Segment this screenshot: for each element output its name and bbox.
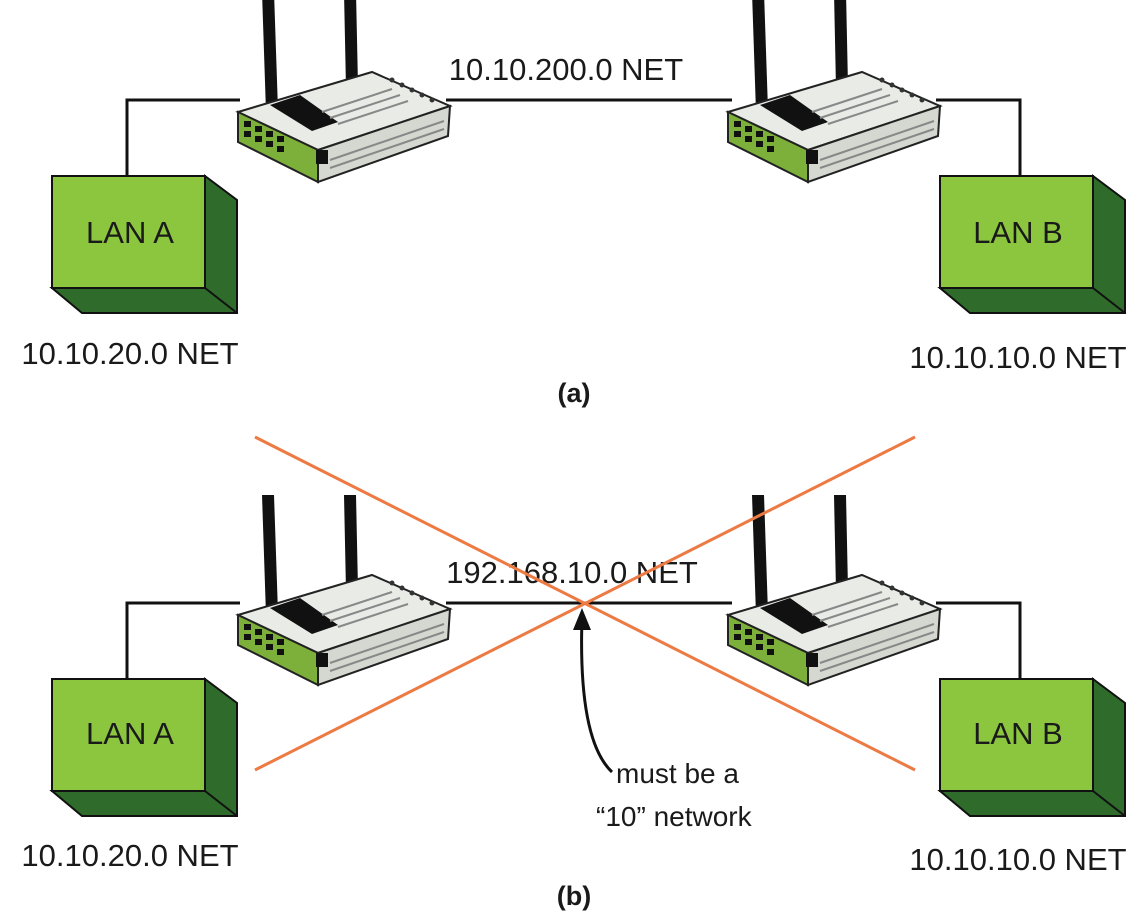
note-line-2: “10” network xyxy=(596,801,753,832)
lan-a-net-label: 10.10.20.0 NET xyxy=(21,336,238,371)
lan-b-label: LAN B xyxy=(973,215,1063,250)
lan-b-net-label: 10.10.10.0 NET xyxy=(909,340,1126,375)
wan-net-label: 10.10.200.0 NET xyxy=(449,52,683,87)
wan-net-label: 192.168.10.0 NET xyxy=(446,555,698,590)
router-icon xyxy=(237,494,451,686)
diagram-b: LAN A LAN B 192.168.10.0 NET 10.10.20.0 … xyxy=(21,435,1127,911)
link-lan-b-router xyxy=(936,98,1022,180)
router-icon xyxy=(727,0,941,183)
link-lan-a-router xyxy=(125,98,240,180)
lan-a-label: LAN A xyxy=(86,215,174,250)
lan-a-label: LAN A xyxy=(86,716,174,751)
caption-b: (b) xyxy=(557,881,591,911)
pointer-arrow xyxy=(580,617,614,774)
caption-a: (a) xyxy=(558,378,591,408)
note-line-1: must be a xyxy=(616,758,739,789)
diagram-a: LAN A LAN B 10.10.200.0 NET 10.10.20.0 N… xyxy=(21,0,1127,408)
link-lan-a-router xyxy=(125,601,240,682)
router-icon xyxy=(727,494,941,686)
lan-b-net-label: 10.10.10.0 NET xyxy=(909,842,1126,877)
router-icon xyxy=(237,0,451,183)
arrow-head-icon xyxy=(573,608,591,630)
lan-b-label: LAN B xyxy=(973,716,1063,751)
cross-out-line xyxy=(254,435,916,772)
link-lan-b-router xyxy=(936,601,1022,682)
lan-a-net-label: 10.10.20.0 NET xyxy=(21,838,238,873)
